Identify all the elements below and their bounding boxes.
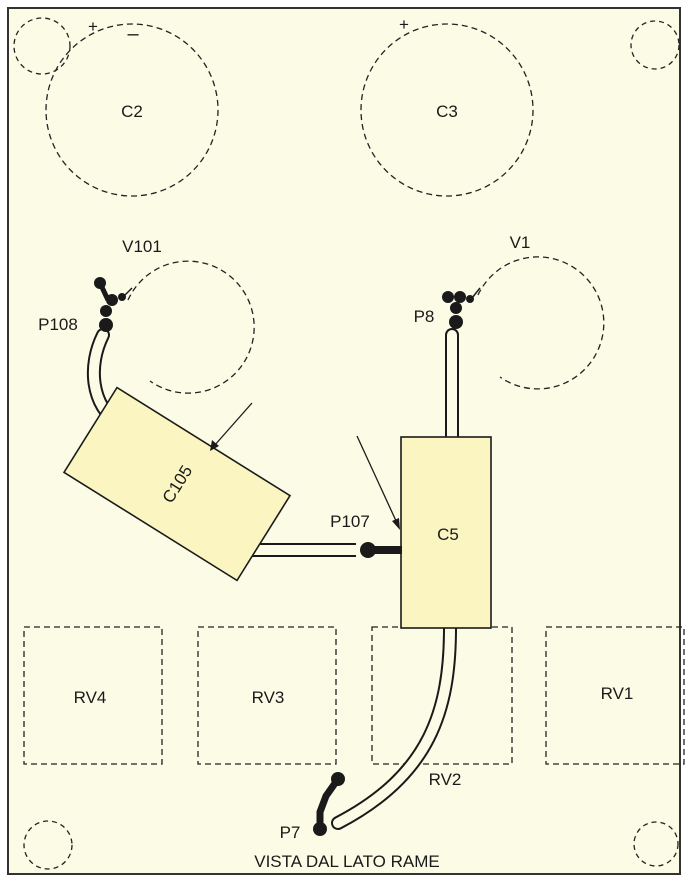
- pot-rv1-label: RV1: [601, 684, 634, 703]
- solder-point-p108: [94, 277, 133, 332]
- pot-rv3-label: RV3: [252, 688, 285, 707]
- c5-pointer-arrowhead: [392, 518, 400, 530]
- pot-rv1-outline: [545, 626, 685, 765]
- cable-c5-p7-inner: [333, 623, 455, 828]
- capacitor-c2-outline: [45, 23, 219, 197]
- mount-hole-bottom-left: [23, 820, 73, 870]
- capacitor-c105: C105: [62, 386, 292, 582]
- c105-pointer-arrow: [213, 402, 253, 447]
- mount-hole-top-right: [630, 20, 680, 70]
- solder-point-p107: [360, 542, 402, 558]
- capacitor-c2-plus-mark: +: [88, 17, 98, 36]
- point-p8-label: P8: [414, 307, 435, 326]
- capacitor-c3-label: C3: [436, 102, 458, 121]
- pot-rv4-label: RV4: [74, 688, 107, 707]
- mount-hole-top-left: [13, 17, 71, 75]
- capacitor-c5-label: C5: [437, 525, 459, 544]
- capacitor-c5: [400, 436, 492, 629]
- tube-v1-label: V1: [510, 233, 531, 252]
- solder-point-p7: [313, 772, 345, 836]
- tube-v101-outline: [127, 260, 255, 394]
- capacitor-c2-label: C2: [121, 102, 143, 121]
- pot-rv2-label: RV2: [429, 770, 462, 789]
- capacitor-c2-minus-mark: –: [127, 23, 139, 45]
- pot-rv3-outline: [197, 626, 337, 765]
- capacitor-c3-outline: [360, 23, 534, 197]
- tube-v1-outline: [477, 256, 605, 390]
- c105-pointer-arrowhead: [210, 440, 219, 451]
- c5-pointer-arrow: [356, 435, 398, 524]
- solder-point-p8: [442, 287, 481, 329]
- board-caption: VISTA DAL LATO RAME: [254, 852, 439, 871]
- pot-rv4-outline: [23, 626, 163, 765]
- point-p7-label: P7: [280, 823, 301, 842]
- point-p107-label: P107: [330, 512, 370, 531]
- mount-hole-bottom-right: [633, 821, 679, 867]
- tube-v101-label: V101: [122, 237, 162, 256]
- capacitor-c3-plus-mark: +: [399, 15, 409, 34]
- point-p108-label: P108: [38, 315, 78, 334]
